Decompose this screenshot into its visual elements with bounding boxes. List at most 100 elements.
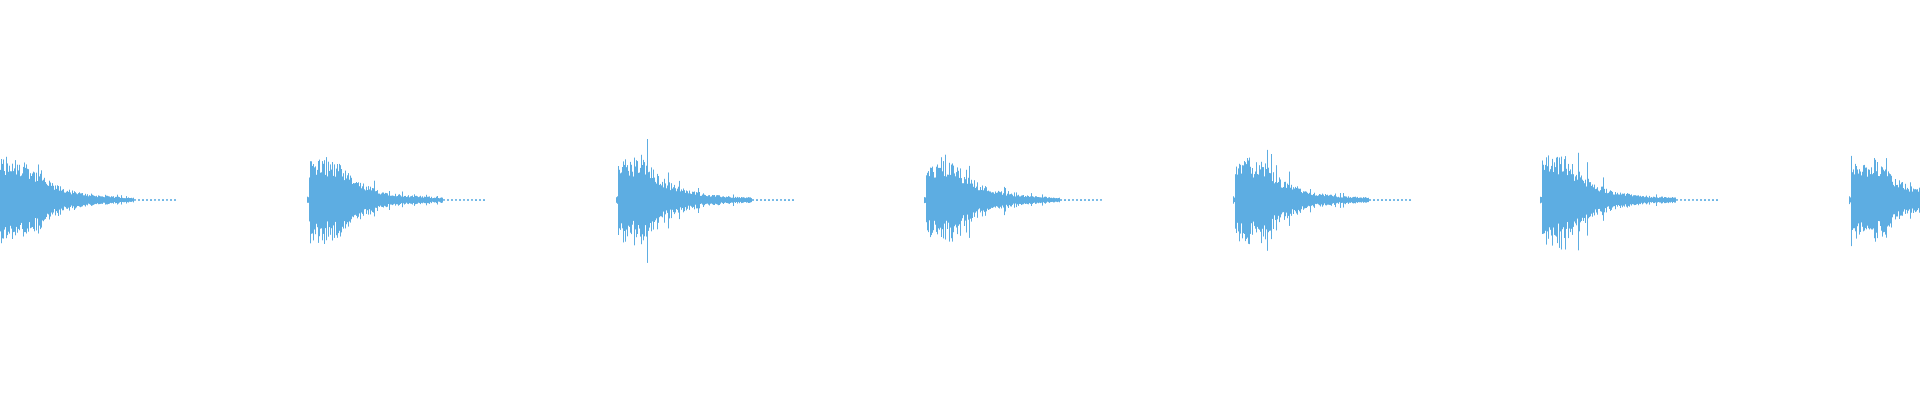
waveform-sample [1891,175,1892,228]
waveform-sample [1542,160,1543,234]
waveform-sample [676,191,677,209]
waveform-sample [341,169,342,233]
waveform-sample [1660,197,1661,203]
waveform-sample [471,199,473,201]
waveform-sample [463,199,465,201]
waveform-sample [1854,174,1855,229]
waveform-sample [352,184,353,217]
waveform-sample [367,190,368,211]
waveform-sample [696,192,697,209]
waveform-sample [1874,158,1875,239]
waveform-sample [984,188,985,212]
waveform-sample [967,183,968,215]
waveform-sample [79,192,80,207]
waveform-sample [1866,167,1867,230]
waveform-sample [994,193,995,207]
waveform-sample [1902,182,1903,216]
waveform-sample [1100,199,1102,201]
waveform-sample [663,187,664,212]
waveform-sample [355,183,356,215]
waveform-sample [1297,186,1298,215]
waveform-sample [1624,193,1625,207]
waveform-sample [1877,162,1878,239]
waveform-sample [1258,174,1259,229]
waveform-sample [1913,188,1914,213]
waveform-sample [325,174,326,229]
waveform-sample [742,197,743,203]
waveform-sample [1325,194,1326,206]
waveform-sample [1252,168,1253,235]
waveform-sample [26,164,27,234]
waveform-sample [1900,184,1901,216]
waveform-sample [678,186,679,213]
waveform-sample [1859,169,1860,235]
waveform-sample [1590,182,1591,217]
waveform-sample [337,164,338,238]
waveform-sample [727,197,728,204]
waveform-sample [1543,164,1544,234]
waveform-sample [359,186,360,214]
waveform-sample [12,163,13,239]
waveform-sample [374,180,375,217]
waveform-sample [339,163,340,231]
waveform-sample [1268,167,1269,233]
waveform-sample [764,199,766,201]
waveform-sample [743,197,744,203]
waveform-sample [1032,196,1033,204]
waveform-sample [627,165,628,237]
waveform-sample [1405,199,1407,201]
waveform-sample [936,166,937,232]
waveform-sample [1389,199,1391,201]
waveform-sample [718,195,719,206]
waveform-sample [1361,197,1362,203]
waveform-sample [18,170,19,229]
waveform-sample [1704,199,1706,201]
waveform-sample [84,195,85,206]
waveform-sample [1272,181,1273,219]
waveform-sample [723,196,724,204]
waveform-sample [1544,169,1545,234]
waveform-sample [93,195,94,205]
waveform-sample [1587,162,1588,236]
waveform-sample [1326,195,1327,206]
waveform-sample [943,161,944,239]
waveform-sample [1668,197,1669,204]
waveform-sample [1903,188,1904,212]
waveform-sample [644,162,645,237]
waveform-sample [1048,197,1049,203]
waveform-sample [649,171,650,228]
waveform-sample [375,191,376,208]
waveform-burst [307,157,485,244]
waveform-sample [710,196,711,204]
waveform-sample [1665,197,1666,204]
waveform-sample [146,199,148,201]
waveform-sample [83,195,84,206]
waveform-sample [1310,189,1311,213]
waveform-sample [626,167,627,230]
waveform-sample [1861,175,1862,223]
waveform-sample [1586,186,1587,215]
waveform-sample [439,198,440,202]
waveform-sample [1030,196,1031,204]
waveform-sample [96,195,97,205]
waveform-sample [628,170,629,226]
waveform-sample [1249,157,1250,245]
waveform-sample [1604,188,1605,213]
waveform-sample [467,199,469,201]
waveform-sample [692,191,693,208]
waveform-sample [1546,157,1547,245]
waveform-sample [1631,194,1632,206]
waveform-sample [1606,188,1607,213]
waveform-sample [2,163,3,239]
waveform-sample [348,173,349,227]
waveform-sample [1296,188,1297,214]
waveform-sample [1362,198,1363,202]
waveform-sample [1622,193,1623,208]
waveform-sample [52,183,53,215]
waveform-sample [366,186,367,214]
waveform-sample [1008,191,1009,208]
waveform-sample [1669,197,1670,203]
waveform-sample [703,193,704,207]
waveform-sample [1333,196,1334,204]
waveform-sample [403,196,404,204]
